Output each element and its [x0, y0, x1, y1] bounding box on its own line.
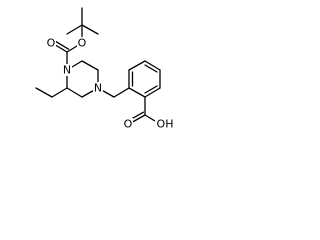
bond-ring-to-ethyl: [51, 87, 68, 98]
bond-methylene-ring: [113, 87, 130, 98]
label-carboxylic-hydroxyl: OH: [157, 118, 174, 131]
label-nitrogen-benzyl: N: [94, 82, 102, 95]
bond-tbu-methyl-left: [66, 24, 83, 35]
bond-ar-b-c: [128, 60, 146, 71]
bond-carbonyl-double-inner: [52, 39, 70, 50]
atom-nitrogen-boc: N: [62, 64, 72, 77]
label-carboxylic-carbonyl-oxygen: O: [124, 118, 133, 131]
benzene-ring: [128, 60, 161, 98]
bond-tbu-methyl-right: [81, 24, 99, 35]
bond-ar-c-d: [144, 60, 161, 71]
ethyl-group: [35, 87, 68, 98]
molecule-structure: O O N N O OH: [35, 7, 175, 131]
atom-carbonyl-oxygen: O: [46, 37, 56, 50]
bond-ar-e-f: [144, 87, 161, 98]
atom-carboxylic-carbonyl-oxygen: O: [123, 118, 133, 131]
label-nitrogen-boc: N: [63, 64, 71, 77]
bond-c2-c3: [81, 60, 99, 71]
atom-carboxylic-hydroxyl: OH: [155, 118, 175, 131]
atom-labels: O O N N O OH: [46, 37, 175, 131]
bond-ethyl-terminal: [35, 87, 53, 98]
atom-carbamate-oxygen: O: [77, 37, 87, 50]
bond-ar-inner-c-d: [144, 64, 158, 73]
bond-c5-c6: [66, 87, 83, 98]
label-carbamate-oxygen: O: [78, 37, 87, 50]
label-carbonyl-oxygen: O: [47, 37, 56, 50]
bond-ar-f-a: [128, 87, 146, 98]
atom-nitrogen-benzyl: N: [93, 82, 103, 95]
bond-ar-inner-e-f: [144, 85, 158, 94]
